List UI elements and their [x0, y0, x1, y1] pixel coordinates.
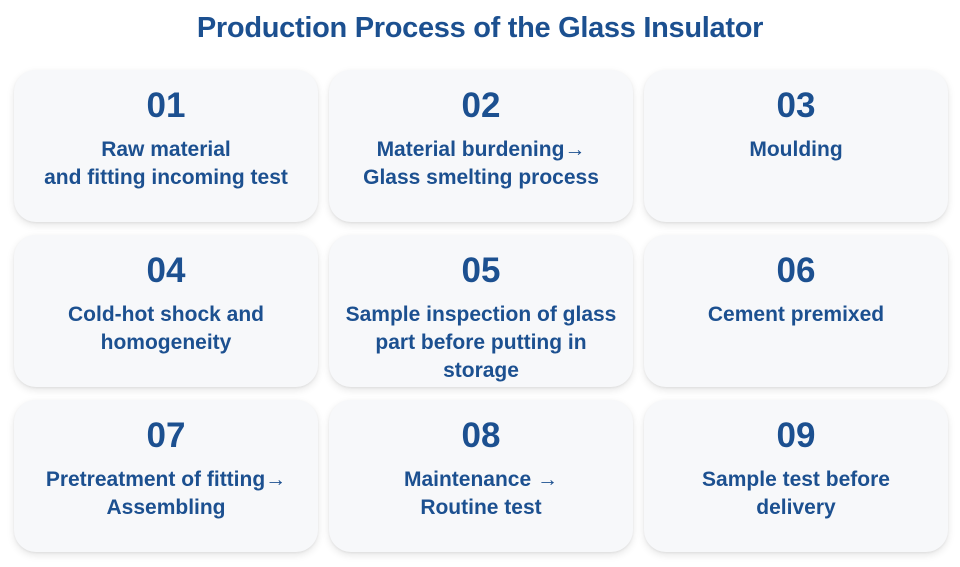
step-card-02: 02 Material burdening→ Glass smelting pr…	[329, 70, 633, 222]
step-card-07: 07 Pretreatment of fitting→ Assembling	[14, 400, 318, 552]
step-label: Material burdening→ Glass smelting proce…	[363, 138, 599, 189]
step-label: Raw material and fitting incoming test	[44, 138, 288, 189]
step-number: 02	[461, 86, 501, 125]
step-number: 04	[146, 251, 186, 290]
process-steps-grid: 01 Raw material and fitting incoming tes…	[14, 70, 948, 552]
diagram-title: Production Process of the Glass Insulato…	[196, 12, 764, 44]
step-number: 09	[776, 416, 816, 455]
step-card-05: 05 Sample inspection of glass part befor…	[329, 235, 633, 387]
step-label: Cold-hot shock and homogeneity	[68, 303, 264, 354]
step-number: 06	[776, 251, 816, 290]
step-label: Maintenance → Routine test	[403, 468, 559, 519]
step-card-04: 04 Cold-hot shock and homogeneity	[14, 235, 318, 387]
step-card-01: 01 Raw material and fitting incoming tes…	[14, 70, 318, 222]
step-card-08: 08 Maintenance → Routine test	[329, 400, 633, 552]
step-label: Sample test before delivery	[702, 468, 890, 519]
step-number: 08	[461, 416, 501, 455]
step-card-06: 06 Cement premixed	[644, 235, 948, 387]
step-label: Cement premixed	[707, 303, 885, 326]
step-number: 05	[461, 251, 501, 290]
step-label: Pretreatment of fitting→ Assembling	[45, 468, 287, 519]
step-card-09: 09 Sample test before delivery	[644, 400, 948, 552]
step-number: 03	[776, 86, 816, 125]
step-label: Sample inspection of glass part before p…	[345, 303, 617, 382]
step-card-03: 03 Moulding	[644, 70, 948, 222]
step-number: 01	[146, 86, 186, 125]
step-label: Moulding	[749, 138, 843, 161]
step-number: 07	[146, 416, 186, 455]
